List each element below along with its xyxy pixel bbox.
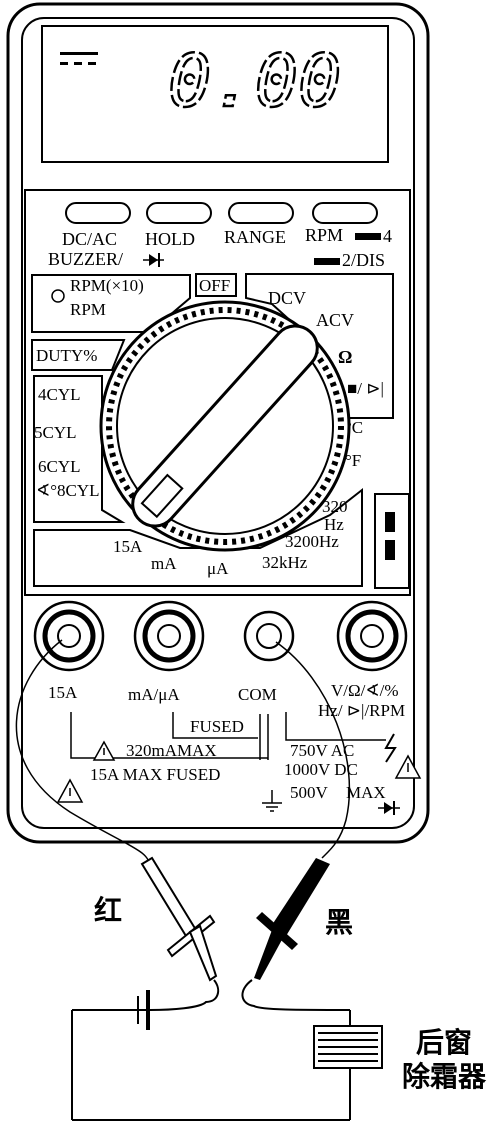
rpm-led-icon bbox=[51, 289, 65, 303]
dis-label: 2/DIS bbox=[342, 250, 385, 270]
rpm-4-label: 4 bbox=[383, 226, 392, 246]
diode-continuity-label: ■/ ⊳| bbox=[347, 379, 384, 398]
diode-icon bbox=[378, 801, 400, 815]
lcd-screen bbox=[41, 25, 389, 163]
function-selector-knob[interactable] bbox=[124, 317, 327, 535]
lcd-polarity-icon bbox=[60, 52, 98, 65]
load-label-line1: 后窗 bbox=[416, 1026, 472, 1059]
dc-ac-button[interactable] bbox=[65, 202, 131, 224]
warning-bracket-lines bbox=[70, 712, 386, 760]
control-panel bbox=[24, 189, 411, 596]
hz320-unit-label: Hz bbox=[324, 515, 344, 534]
max-label: MAX bbox=[346, 783, 386, 802]
ground-icon bbox=[262, 790, 282, 812]
ma-dial-label: mA bbox=[151, 554, 177, 573]
khz32-label: 32kHz bbox=[262, 553, 308, 572]
jack-com-label: COM bbox=[238, 685, 277, 704]
battery-icon bbox=[137, 990, 150, 1030]
black-lead-wire bbox=[275, 641, 351, 859]
diode-icon bbox=[143, 253, 164, 267]
dc-ac-label: DC/AC bbox=[62, 229, 117, 249]
cyl5-label: 5CYL bbox=[34, 423, 77, 442]
black-probe[interactable] bbox=[254, 858, 330, 980]
warning-triangle-icon bbox=[92, 740, 116, 761]
hold-button[interactable] bbox=[146, 202, 212, 224]
duty-sector bbox=[31, 339, 126, 371]
ua-dial-label: μA bbox=[207, 559, 229, 578]
cyl6-label: 6CYL bbox=[38, 457, 81, 476]
rpm-x10-label: RPM(×10) bbox=[70, 276, 144, 295]
side-indicator bbox=[374, 493, 410, 589]
acv-label: ACV bbox=[316, 310, 354, 330]
load-label-line2: 除霜器 bbox=[402, 1060, 487, 1093]
ma-max-label: 320mAMAX bbox=[126, 741, 217, 760]
current-frequency-sector bbox=[33, 487, 363, 587]
warning-triangle-icon bbox=[394, 754, 422, 779]
ohm-label: Ω bbox=[338, 347, 352, 367]
red-lead-wire bbox=[15, 639, 151, 869]
hz320-label: 320 bbox=[322, 497, 348, 516]
dcv-label: DCV bbox=[268, 288, 306, 308]
fused-label: FUSED bbox=[190, 717, 244, 736]
hold-label: HOLD bbox=[145, 229, 195, 249]
cyl8-label: ∢°8CYL bbox=[36, 481, 100, 500]
cylinder-sector bbox=[33, 375, 126, 523]
a15-dial-label: 15A bbox=[113, 537, 143, 556]
red-probe-label: 红 bbox=[94, 894, 122, 927]
duty-label: DUTY% bbox=[36, 346, 97, 365]
jack-voltage-label: V/Ω/∢/% bbox=[331, 681, 399, 700]
lcd-reading: 0.00 bbox=[168, 39, 341, 123]
ac750-label: 750V AC bbox=[290, 741, 354, 760]
jack-voltage-label-2: Hz/ ⊳|/RPM bbox=[318, 701, 405, 720]
meter-inner-frame bbox=[21, 17, 415, 829]
rpm-bar-icon bbox=[355, 233, 381, 240]
rotary-dial-ring bbox=[106, 307, 344, 545]
off-box bbox=[195, 273, 237, 297]
range-button[interactable] bbox=[228, 202, 294, 224]
indicator-mark-bottom bbox=[385, 540, 395, 560]
jack-com[interactable] bbox=[243, 610, 295, 662]
black-probe-label: 黑 bbox=[325, 908, 353, 939]
rear-defroster-icon bbox=[313, 1025, 383, 1069]
cyl4-label: 4CYL bbox=[38, 385, 81, 404]
rpm-label: RPM bbox=[305, 225, 343, 245]
jack-15a[interactable] bbox=[33, 600, 105, 672]
v500-label: 500V bbox=[290, 783, 329, 802]
hz3200-label: 3200Hz bbox=[285, 532, 339, 551]
indicator-mark-top bbox=[385, 512, 395, 532]
jack-15a-label: 15A bbox=[48, 683, 78, 702]
warning-triangle-icon bbox=[56, 778, 84, 803]
buzzer-label: BUZZER/ bbox=[48, 249, 123, 269]
jack-ma-ua-label: mA/μA bbox=[128, 685, 180, 704]
lightning-icon bbox=[384, 733, 397, 763]
rpm-button[interactable] bbox=[312, 202, 378, 224]
test-circuit bbox=[71, 979, 351, 1121]
fahrenheit-label: °F bbox=[345, 451, 361, 470]
jack-voltage[interactable] bbox=[336, 600, 408, 672]
red-probe[interactable] bbox=[140, 856, 218, 982]
dc1000-label: 1000V DC bbox=[284, 760, 358, 779]
dis-bar-icon bbox=[314, 258, 340, 265]
range-label: RANGE bbox=[224, 227, 286, 247]
a15-max-label: 15A MAX FUSED bbox=[90, 765, 220, 784]
off-label: OFF bbox=[199, 276, 230, 295]
rpm-sector-label: RPM bbox=[70, 300, 106, 319]
jack-ma-ua[interactable] bbox=[133, 600, 205, 672]
